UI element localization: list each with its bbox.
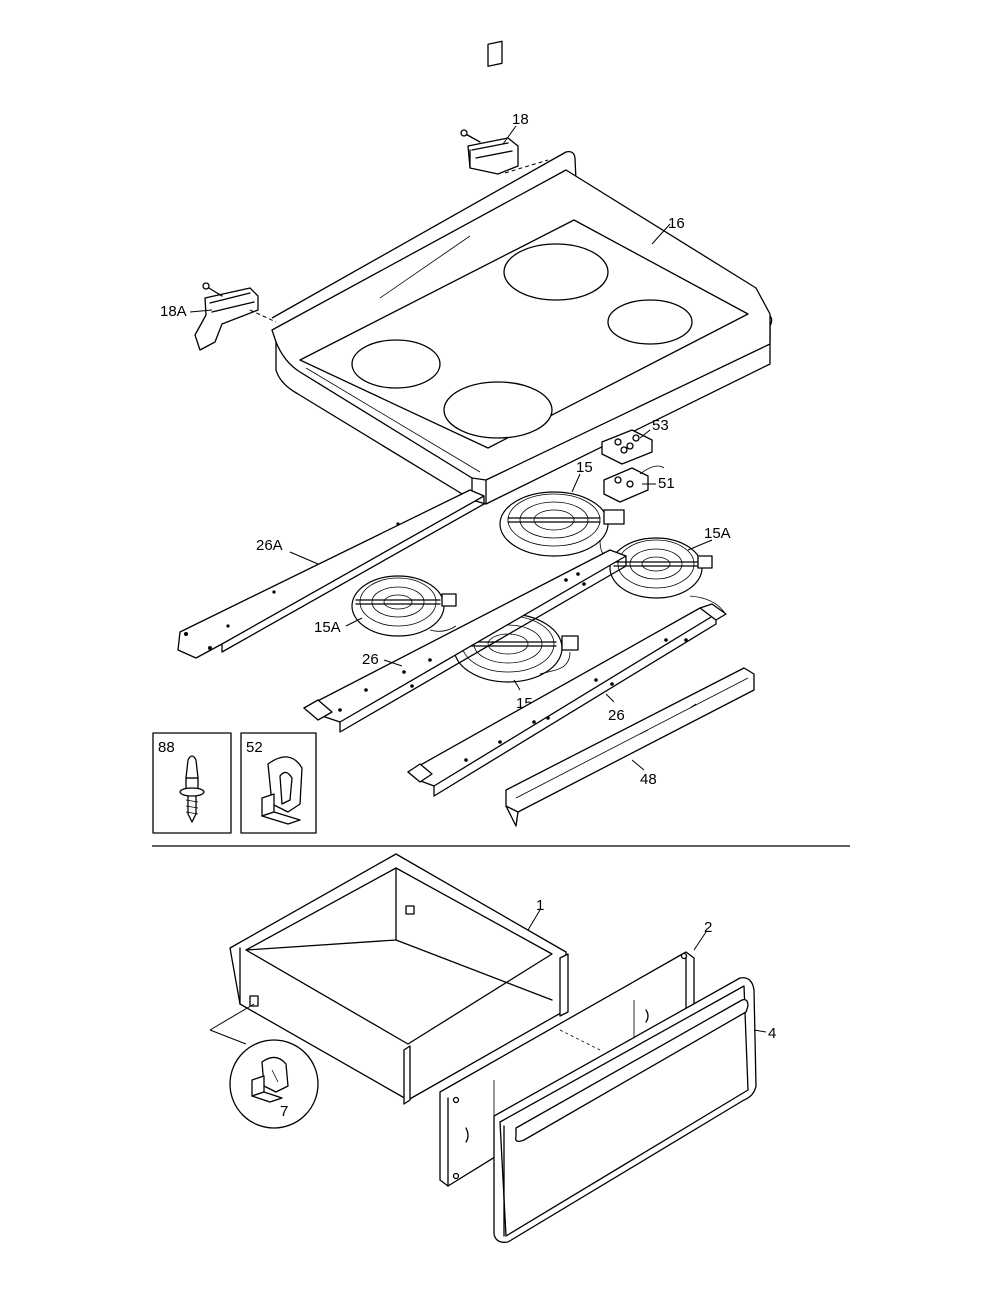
- heating-element-15a-left: [345, 575, 457, 637]
- label-2: 2: [704, 919, 712, 936]
- label-88: 88: [158, 739, 175, 756]
- cooktop-glass-top-16: [271, 150, 773, 505]
- terminal-block-51: [603, 465, 665, 503]
- label-15-top: 15: [576, 459, 593, 476]
- support-bar-26a: [177, 489, 485, 659]
- terminal-block-53: [601, 429, 653, 465]
- label-53: 53: [652, 417, 669, 434]
- support-rail-26-right: [407, 603, 727, 797]
- label-18a: 18A: [160, 303, 187, 320]
- inset-box-88: [152, 732, 232, 834]
- label-1: 1: [536, 897, 544, 914]
- label-26-right: 26: [608, 707, 625, 724]
- label-16: 16: [668, 215, 685, 232]
- label-18: 18: [512, 111, 529, 128]
- drawer-face-4: [493, 977, 767, 1243]
- detail-callout-7: [209, 1003, 319, 1129]
- label-7: 7: [280, 1103, 288, 1120]
- front-trim-48: [505, 667, 755, 827]
- label-15a-right: 15A: [704, 525, 731, 542]
- heating-element-15-top: [499, 473, 625, 557]
- drawer-box-1: [229, 853, 569, 1105]
- label-52: 52: [246, 739, 263, 756]
- hinge-bracket-18a: [189, 282, 277, 351]
- hinge-bracket-18: [460, 40, 549, 175]
- label-26a: 26A: [256, 537, 283, 554]
- label-51: 51: [658, 475, 675, 492]
- support-rail-26-left: [303, 549, 627, 733]
- label-26-left: 26: [362, 651, 379, 668]
- label-15a-left: 15A: [314, 619, 341, 636]
- heating-element-15a-right: [609, 537, 725, 613]
- label-4: 4: [768, 1025, 776, 1042]
- label-48: 48: [640, 771, 657, 788]
- inset-box-52: [240, 732, 317, 834]
